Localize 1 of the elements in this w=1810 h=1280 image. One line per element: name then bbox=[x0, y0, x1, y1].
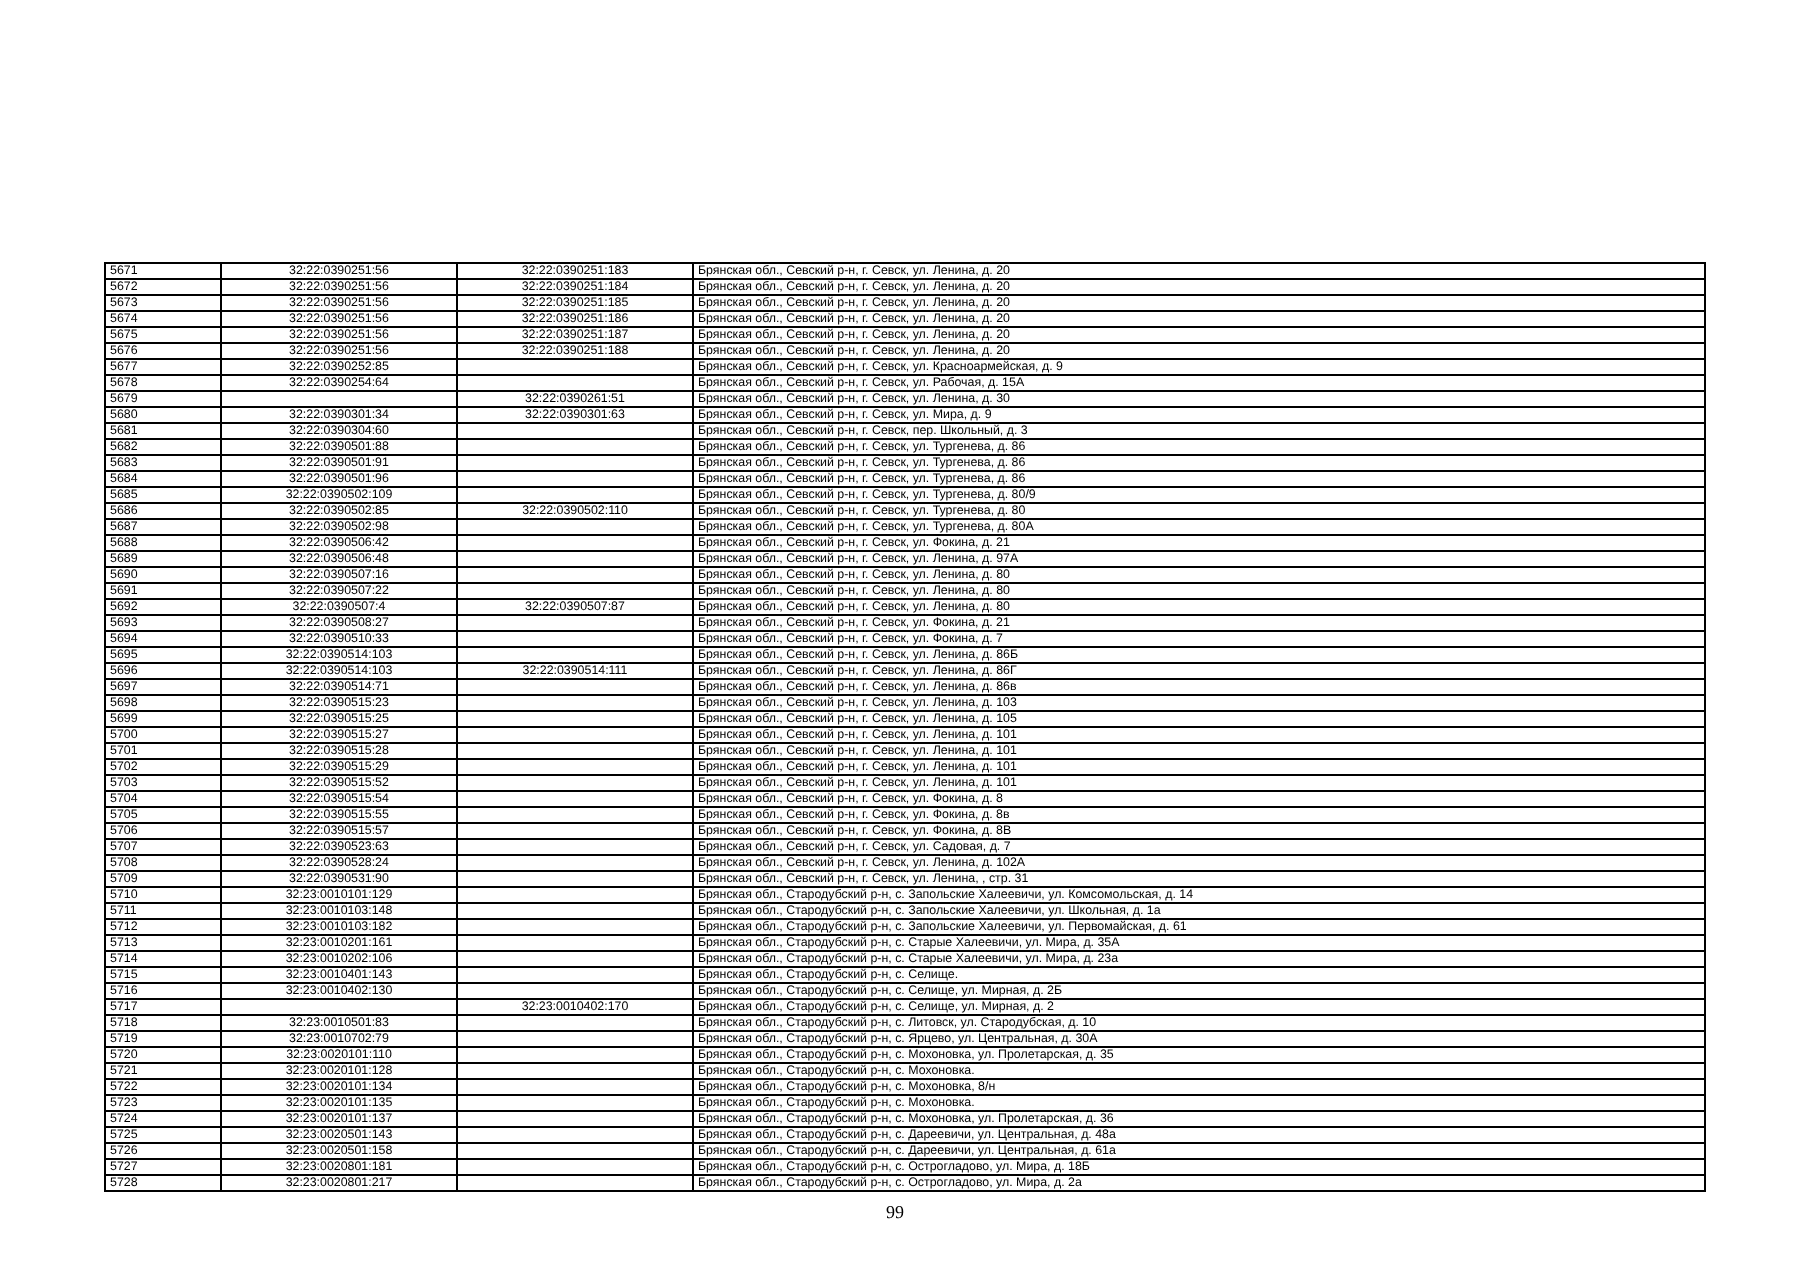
page-number: 99 bbox=[886, 1206, 904, 1220]
